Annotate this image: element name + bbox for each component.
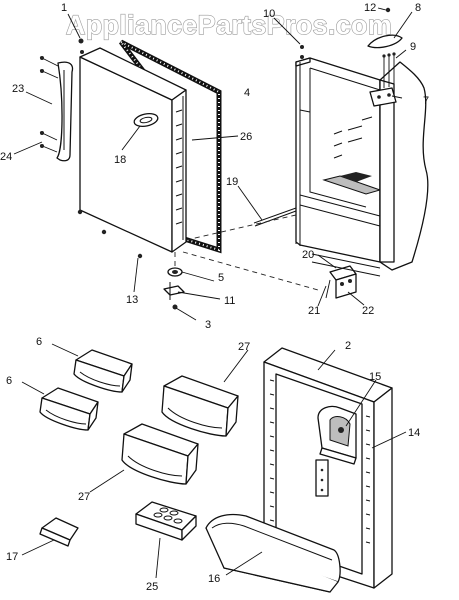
callout-14: 14 <box>408 427 420 439</box>
callout-21: 21 <box>308 305 320 317</box>
callout-27a: 27 <box>238 341 250 353</box>
callout-24: 24 <box>0 151 12 163</box>
callout-26: 26 <box>240 131 252 143</box>
egg-tray <box>135 501 197 541</box>
hinge-cover <box>367 34 403 49</box>
callout-9: 9 <box>410 41 416 53</box>
callout-leaders <box>13 7 413 579</box>
door-bin-small-top <box>73 349 133 393</box>
handle-screws <box>39 56 59 153</box>
callout-25: 25 <box>146 581 158 593</box>
dispenser-housing <box>317 405 357 465</box>
freezer-door <box>79 47 187 253</box>
callout-22: 22 <box>362 305 374 317</box>
callout-2: 2 <box>345 340 351 352</box>
explode-lines <box>182 214 319 291</box>
callout-10: 10 <box>263 8 275 20</box>
callout-19: 19 <box>226 176 238 188</box>
small-cover <box>39 517 79 547</box>
callout-17: 17 <box>6 551 18 563</box>
door-bin-small-bottom <box>39 387 99 431</box>
callout-3: 3 <box>205 319 211 331</box>
callout-23: 23 <box>12 83 24 95</box>
callout-16: 16 <box>208 573 220 585</box>
hinge-parts <box>163 252 185 310</box>
callout-6b: 6 <box>6 375 12 387</box>
callout-6a: 6 <box>36 336 42 348</box>
callout-12: 12 <box>364 2 376 14</box>
wire-harness <box>253 207 297 227</box>
callout-7: 7 <box>423 95 429 107</box>
top-hinge-bracket <box>369 87 397 107</box>
callout-20: 20 <box>302 249 314 261</box>
dispenser-chute <box>315 459 329 497</box>
watermark: AppliancePartsPros.com <box>66 10 392 40</box>
cabinet-interior <box>295 57 382 263</box>
callout-13: 13 <box>126 294 138 306</box>
callout-labels: 1 2 3 4 5 6 6 7 8 9 10 11 12 13 14 15 16… <box>0 2 429 593</box>
callout-8: 8 <box>415 2 421 14</box>
callout-4: 4 <box>244 87 250 99</box>
callout-5: 5 <box>218 272 224 284</box>
door-handle <box>56 61 74 162</box>
door-bin-large-bottom <box>121 423 199 485</box>
callout-27b: 27 <box>78 491 90 503</box>
callout-15: 15 <box>369 371 381 383</box>
callout-11: 11 <box>224 295 235 307</box>
cabinet-shell <box>295 57 429 271</box>
lower-hinge <box>311 253 381 299</box>
door-shelf <box>205 513 341 593</box>
hinge-screws <box>300 7 396 88</box>
callout-1: 1 <box>61 2 67 14</box>
callout-18: 18 <box>114 154 126 166</box>
door-screws <box>77 38 143 259</box>
door-emblem <box>133 112 159 128</box>
door-bin-large-top <box>161 375 239 437</box>
